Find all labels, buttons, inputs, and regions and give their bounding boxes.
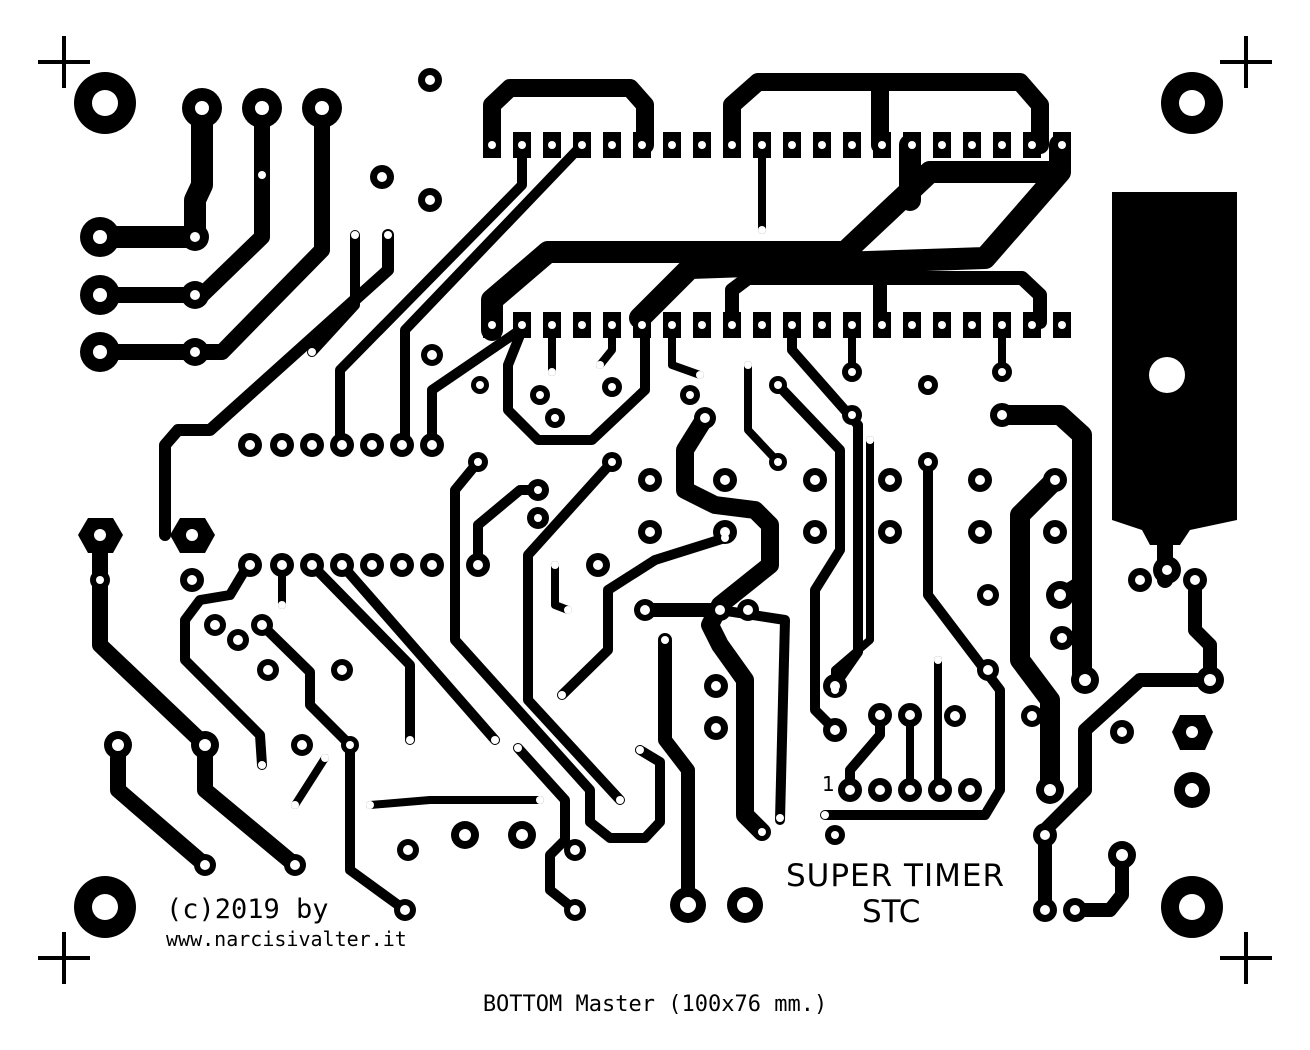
dip-socket-left (238, 433, 444, 577)
board-title: SUPER TIMER (786, 858, 1005, 894)
heatsink-pad (1112, 192, 1237, 584)
registration-marks (38, 36, 1272, 984)
pin-one-marker: 1 (822, 772, 835, 796)
dip-socket-top-lower (483, 312, 1071, 338)
artwork-caption: BOTTOM Master (100x76 mm.) (482, 992, 828, 1017)
website-text: www.narcisivalter.it (166, 927, 407, 951)
drill-holes (93, 75, 1216, 915)
board-subtitle: STC (862, 894, 921, 930)
copyright-text: (c)2019 by (166, 894, 329, 925)
mounting-holes (74, 72, 1223, 938)
